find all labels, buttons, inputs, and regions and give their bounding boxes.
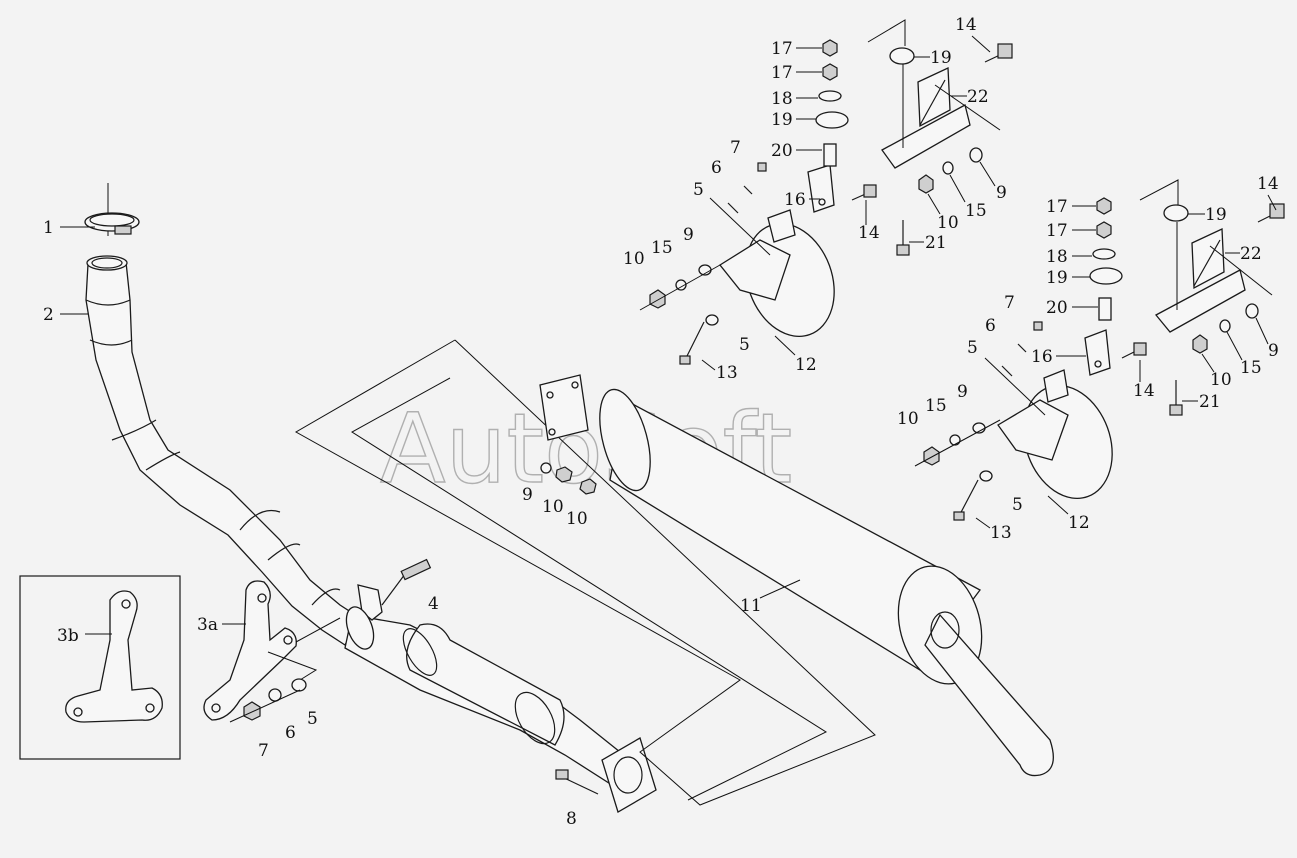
label-6b: 6: [711, 158, 722, 178]
label-21a: 21: [925, 233, 947, 253]
label-20b: 20: [1046, 298, 1068, 318]
label-14a: 14: [858, 223, 880, 243]
label-1: 1: [43, 218, 54, 238]
label-22a: 22: [967, 87, 989, 107]
label-4: 4: [428, 594, 439, 614]
label-5e: 5: [1012, 495, 1023, 515]
label-17c: 17: [1046, 197, 1068, 217]
label-6a: 6: [285, 723, 296, 743]
label-17d: 17: [1046, 221, 1068, 241]
label-10a: 10: [542, 497, 564, 517]
label-16b: 16: [1031, 347, 1053, 367]
pipe-clamp-4: [345, 558, 432, 650]
label-17b: 17: [771, 63, 793, 83]
label-3b: 3b: [57, 626, 79, 646]
label-19d: 19: [1205, 205, 1227, 225]
label-9b: 9: [683, 225, 694, 245]
label-5b: 5: [693, 180, 704, 200]
label-7c: 7: [1004, 293, 1015, 313]
label-10b: 10: [566, 509, 588, 529]
label-9d: 9: [957, 382, 968, 402]
label-22b: 22: [1240, 244, 1262, 264]
label-7a: 7: [258, 741, 269, 761]
inset-bracket-3b: [19, 575, 181, 760]
label-15b: 15: [965, 201, 987, 221]
label-10d: 10: [937, 213, 959, 233]
label-5c: 5: [739, 335, 750, 355]
label-11: 11: [740, 596, 762, 616]
clamp-1: [84, 183, 140, 236]
label-5d: 5: [967, 338, 978, 358]
label-7b: 7: [730, 138, 741, 158]
resonator-pipe: [344, 614, 631, 786]
front-pipe-2: [85, 255, 361, 646]
label-20a: 20: [771, 141, 793, 161]
label-17a: 17: [771, 39, 793, 59]
label-13a: 13: [716, 363, 738, 383]
label-10e: 10: [897, 409, 919, 429]
main-muffler-11: [294, 339, 1054, 806]
label-9a: 9: [522, 485, 533, 505]
label-9e: 9: [1268, 341, 1279, 361]
label-3a: 3a: [197, 615, 218, 635]
label-19a: 19: [771, 110, 793, 130]
label-18b: 18: [1046, 247, 1068, 267]
label-13b: 13: [990, 523, 1012, 543]
label-14d: 14: [1257, 174, 1279, 194]
label-14b: 14: [955, 15, 977, 35]
label-12a: 12: [795, 355, 817, 375]
label-19b: 19: [930, 48, 952, 68]
label-5a: 5: [307, 709, 318, 729]
label-8: 8: [566, 809, 577, 829]
fasteners-567-a: [229, 678, 307, 723]
label-18a: 18: [771, 89, 793, 109]
muffler-inlet-flange: [539, 374, 597, 495]
flange-bolt-8: [555, 737, 657, 813]
label-15a: 15: [651, 238, 673, 258]
label-6c: 6: [985, 316, 996, 336]
label-21b: 21: [1199, 392, 1221, 412]
label-10f: 10: [1210, 370, 1232, 390]
hanger-group-a: [639, 19, 1013, 365]
label-16a: 16: [784, 190, 806, 210]
label-2: 2: [43, 305, 54, 325]
label-10c: 10: [623, 249, 645, 269]
label-12b: 12: [1068, 513, 1090, 533]
hanger-group-b: [914, 179, 1285, 521]
label-19c: 19: [1046, 268, 1068, 288]
bracket-3a: [203, 580, 341, 721]
label-9c: 9: [996, 183, 1007, 203]
label-14c: 14: [1133, 381, 1155, 401]
label-15d: 15: [1240, 358, 1262, 378]
label-15c: 15: [925, 396, 947, 416]
